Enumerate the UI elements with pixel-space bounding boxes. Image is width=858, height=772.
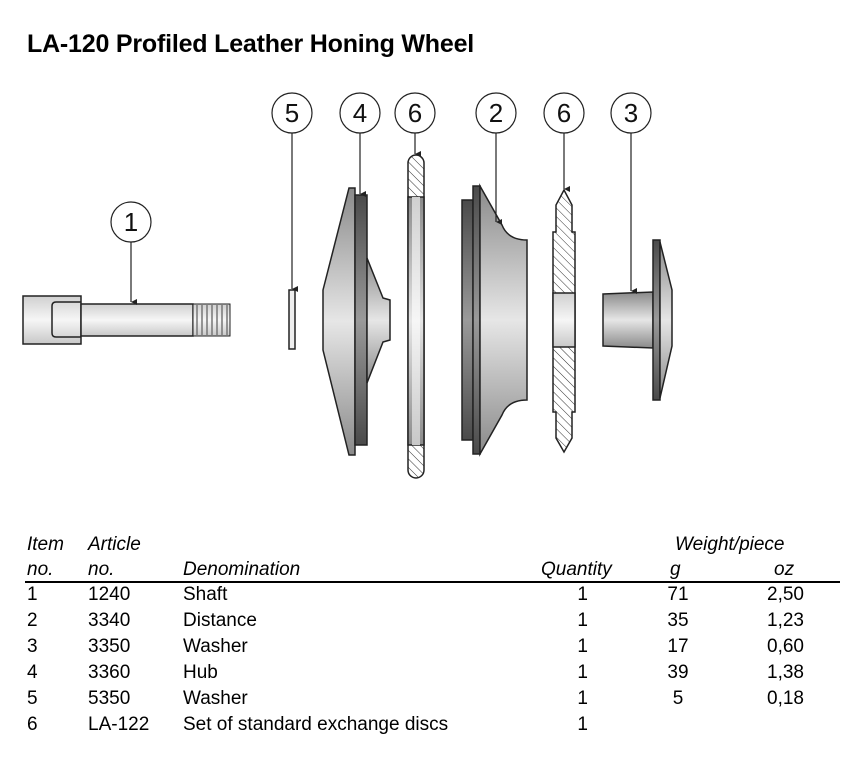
header-g: g [670, 559, 681, 580]
cell-article: 5350 [88, 688, 131, 709]
cell-g: 17 [667, 636, 689, 657]
distance-part [461, 183, 528, 457]
cell-quantity: 1 [577, 714, 588, 735]
cell-item: 3 [27, 636, 38, 657]
svg-text:5: 5 [285, 98, 299, 128]
callout-6a: 6 [394, 92, 436, 157]
callout-4: 4 [339, 92, 381, 197]
cell-article: LA-122 [88, 714, 150, 735]
shaft-part [22, 295, 231, 345]
cell-item: 4 [27, 662, 38, 683]
svg-text:3: 3 [624, 98, 638, 128]
header-article: Article [88, 534, 141, 555]
washer-5-part [288, 289, 296, 350]
header-quantity: Quantity [541, 559, 612, 580]
cell-denomination: Washer [183, 636, 248, 657]
cell-g: 39 [667, 662, 689, 683]
honing-disc-part [407, 154, 425, 479]
cell-article: 1240 [88, 584, 131, 605]
callout-1: 1 [110, 201, 152, 305]
cell-g: 5 [672, 688, 684, 709]
header-article-no: no. [88, 559, 115, 580]
cell-denomination: Washer [183, 688, 248, 709]
cell-oz: 1,38 [767, 662, 804, 683]
svg-text:4: 4 [353, 98, 367, 128]
hub-part [322, 187, 391, 456]
cell-oz: 2,50 [767, 584, 804, 605]
callout-6b: 6 [543, 92, 585, 192]
washer-3-part [602, 239, 673, 401]
cell-quantity: 1 [577, 610, 588, 631]
cell-quantity: 1 [577, 688, 588, 709]
cell-denomination: Distance [183, 610, 257, 631]
cell-g: 71 [667, 584, 689, 605]
header-item: Item [27, 534, 64, 555]
cell-item: 2 [27, 610, 38, 631]
svg-text:2: 2 [489, 98, 503, 128]
cell-item: 5 [27, 688, 38, 709]
cell-quantity: 1 [577, 584, 588, 605]
header-oz: oz [774, 559, 795, 580]
cell-quantity: 1 [577, 636, 588, 657]
cell-denomination: Hub [183, 662, 218, 683]
cell-article: 3350 [88, 636, 131, 657]
header-item-no: no. [27, 559, 54, 580]
header-weight: Weight/piece [675, 534, 785, 555]
callout-5: 5 [271, 92, 313, 292]
page-title: LA-120 Profiled Leather Honing Wheel [27, 30, 475, 58]
cell-oz: 1,23 [767, 610, 804, 631]
header-rule [25, 581, 840, 583]
header-denomination: Denomination [183, 559, 301, 580]
svg-text:6: 6 [408, 98, 422, 128]
cell-denomination: Set of standard exchange discs [183, 714, 449, 735]
cell-oz: 0,18 [767, 688, 804, 709]
cell-g: 35 [667, 610, 689, 631]
svg-text:6: 6 [557, 98, 571, 128]
svg-text:1: 1 [124, 207, 138, 237]
cell-quantity: 1 [577, 662, 588, 683]
exploded-parts-diagram: 1 5 4 6 2 6 3 [22, 92, 673, 479]
cell-oz: 0,60 [767, 636, 804, 657]
callout-2: 2 [475, 92, 517, 225]
profiled-disc-part [552, 188, 576, 454]
cell-article: 3340 [88, 610, 131, 631]
cell-article: 3360 [88, 662, 131, 683]
cell-item: 1 [27, 584, 38, 605]
cell-item: 6 [27, 714, 38, 735]
callout-3: 3 [610, 92, 652, 294]
cell-denomination: Shaft [183, 584, 228, 605]
